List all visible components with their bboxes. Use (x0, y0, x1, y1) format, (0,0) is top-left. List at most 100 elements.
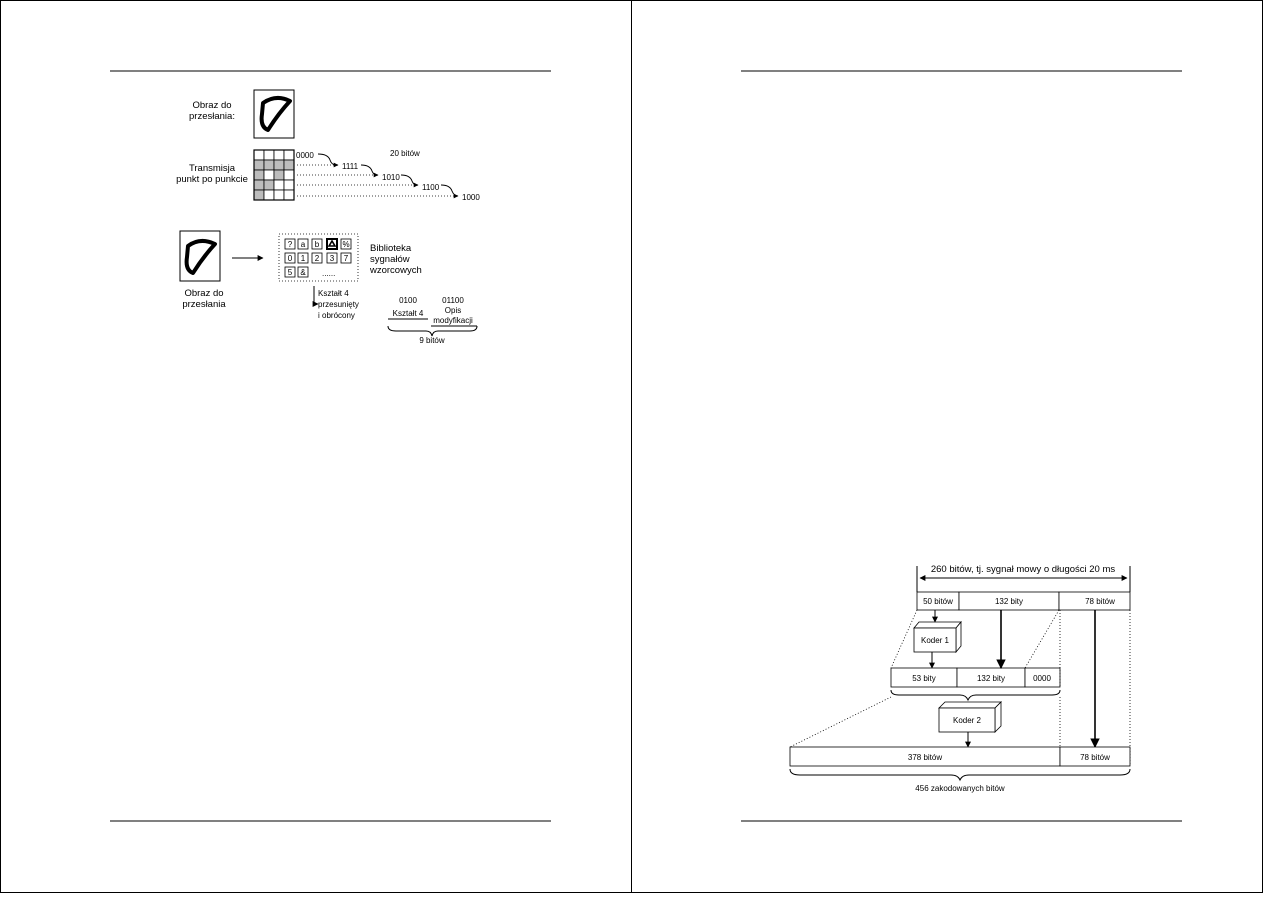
output-label-78: 78 bitów (1080, 753, 1110, 762)
pixel-cell (273, 189, 285, 201)
total-bits-9: 9 bitów (419, 336, 445, 345)
library-symbol-text: 7 (344, 254, 349, 263)
middle-brace (890, 689, 1061, 702)
coder-2-label: Koder 2 (953, 716, 982, 725)
bit-group-0: 0000 (296, 151, 314, 160)
pixel-cell (253, 149, 265, 161)
bottom-span-label: 456 zakodowanych bitów (915, 784, 1005, 793)
pixel-cell (283, 159, 295, 171)
middle-label-132: 132 bity (977, 674, 1005, 683)
library-symbol-tile (297, 252, 309, 264)
image-label-1b: przesłania: (189, 111, 235, 122)
library-symbol-text: 3 (330, 254, 335, 263)
library-symbol-tile (326, 238, 338, 250)
method-label-b: punkt po punkcie (176, 174, 248, 185)
middle-label-53: 53 bity (912, 674, 936, 683)
library-symbol-tile (340, 238, 352, 250)
pixel-cell (263, 149, 275, 161)
input-label-132: 132 bity (995, 597, 1023, 606)
pixel-cell (283, 179, 295, 191)
pixel-cell (263, 189, 275, 201)
bit-group-4: 1000 (462, 193, 480, 202)
middle-block-0000 (1024, 667, 1061, 688)
pixel-grid (253, 149, 295, 201)
total-bits-20: 20 bitów (390, 149, 420, 158)
middle-label-0000: 0000 (1033, 674, 1051, 683)
pixel-grid-frame (253, 149, 295, 201)
pixel-cell (263, 179, 275, 191)
bit-group-1: 1111 (342, 162, 359, 171)
code-mod-label-b: modyfikacji (433, 316, 473, 325)
library-symbol-text: b (315, 240, 320, 249)
shape-4-glyph (327, 239, 337, 247)
bit-group-3: 1100 (422, 183, 440, 192)
image-label-2b: przesłania (182, 299, 226, 310)
shape-note-c: i obrócony (318, 311, 355, 320)
library-symbol-text: % (342, 240, 349, 249)
shape-note-b: przesunięty (318, 300, 359, 309)
library-symbol-text: a (301, 240, 306, 249)
pixel-cell (273, 179, 285, 191)
image-label-1a: Obraz do (192, 100, 231, 111)
library-symbol-text: 1 (301, 254, 306, 263)
shape-pointer-arrow (312, 286, 319, 307)
gsm-coding-diagram: 260 bitów, tj. sygnał mowy o długości 20… (789, 564, 1131, 793)
output-label-378: 378 bitów (908, 753, 942, 762)
pixel-cell (253, 189, 265, 201)
bottom-brace (789, 768, 1131, 782)
pixel-cell (253, 169, 265, 181)
bit-group-2: 1010 (382, 173, 400, 182)
library-symbol-tile (297, 266, 309, 278)
library-symbol-tile (284, 238, 296, 250)
library-symbol-text: 0 (288, 254, 293, 263)
image-label-2a: Obraz do (184, 288, 223, 299)
top-span-label: 260 bitów, tj. sygnał mowy o długości 20… (931, 564, 1116, 575)
nine-bits-brace (387, 325, 478, 337)
shape-note-a: Kształt 4 (318, 289, 349, 298)
pixel-cell (273, 159, 285, 171)
bit-stream-connectors (297, 153, 459, 199)
input-label-50: 50 bitów (923, 597, 953, 606)
library-symbol-tile (311, 238, 323, 250)
pixel-cell (263, 159, 275, 171)
library-symbol-text: ? (288, 240, 293, 249)
pixel-cell (273, 149, 285, 161)
output-block-78 (1059, 746, 1131, 767)
library-more-dots: ...... (322, 269, 335, 278)
code-shape-label: Kształt 4 (393, 309, 424, 318)
code-shape: 0100 (399, 296, 417, 305)
code-mod-label-a: Opis (445, 306, 461, 315)
handwritten-seven-shape (259, 96, 292, 132)
pixel-cell (283, 169, 295, 181)
library-symbol-tile (311, 252, 323, 264)
pixel-cell (253, 179, 265, 191)
library-symbol-tile (326, 252, 338, 264)
handwritten-seven-shape-2 (184, 239, 217, 275)
pixel-cell (283, 189, 295, 201)
library-label-a: Biblioteka (370, 243, 412, 254)
library-frame (278, 233, 359, 282)
pixel-cell (273, 169, 285, 181)
coder-1-box (913, 627, 957, 653)
input-label-78: 78 bitów (1085, 597, 1115, 606)
pixel-cell (253, 159, 265, 171)
library-symbol-text: 5 (288, 268, 293, 277)
coder-1-label: Koder 1 (921, 636, 950, 645)
library-symbol-tile (340, 252, 352, 264)
library-symbol-tile (284, 266, 296, 278)
point-transmission-figure: Obraz do przesłania: Transmisja punkt po… (176, 89, 480, 202)
library-symbol-text: & (300, 268, 306, 277)
library-symbol-text: 2 (315, 254, 320, 263)
coder-2-box (938, 707, 996, 733)
code-mod: 01100 (442, 296, 464, 305)
library-label-c: wzorcowych (369, 265, 422, 276)
pixel-cell (263, 169, 275, 181)
library-symbol-tile (297, 238, 309, 250)
pixel-cell (283, 149, 295, 161)
library-symbol-tile (284, 252, 296, 264)
library-label-b: sygnałów (370, 254, 410, 265)
